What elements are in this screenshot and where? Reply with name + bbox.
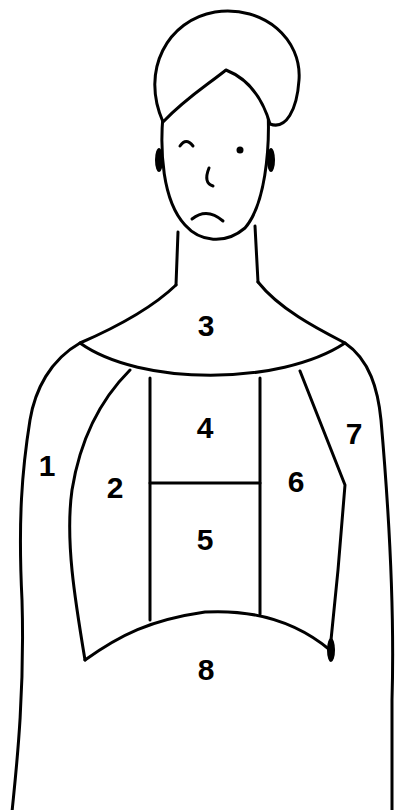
mouth (192, 213, 223, 221)
callout-number: 4 (197, 413, 214, 443)
ear-right (267, 148, 275, 172)
callout-number: 6 (288, 467, 305, 497)
eyebrow (180, 142, 193, 147)
waist-line (85, 612, 330, 660)
chest-right-line (259, 378, 262, 614)
nose (207, 168, 213, 186)
ear-left (155, 148, 163, 172)
neck-base-line (80, 343, 345, 375)
body-left-outline (12, 285, 176, 810)
callout-number: 2 (107, 473, 124, 503)
hand-mark (327, 638, 335, 662)
body-right-outline (258, 282, 393, 810)
neck-right (255, 226, 258, 282)
right-arm-line (300, 371, 345, 650)
callout-number: 1 (39, 451, 56, 481)
left-arm-line (70, 370, 130, 660)
callout-number: 7 (346, 419, 363, 449)
chest-left-line (149, 378, 152, 620)
chest-middle-line (150, 482, 260, 485)
neck-left (176, 232, 178, 285)
callout-number: 5 (197, 525, 214, 555)
callout-number: 8 (198, 655, 215, 685)
callout-number: 3 (198, 311, 215, 341)
eye (237, 147, 244, 154)
face-outline (162, 110, 268, 239)
hair (155, 11, 299, 125)
